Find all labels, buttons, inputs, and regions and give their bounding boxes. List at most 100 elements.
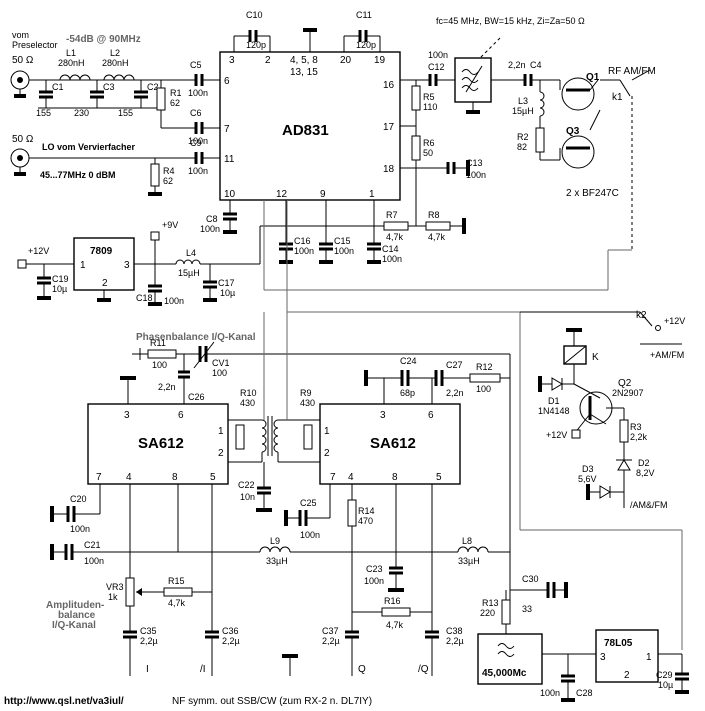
resistor-r8-icon [425, 221, 451, 231]
amp-balance-label-3: I/Q-Kanal [52, 620, 96, 631]
sa612r-pin-7: 7 [330, 472, 336, 483]
sa612l-pin-4: 4 [126, 472, 132, 483]
c20-ref: C20 [70, 494, 87, 504]
ad831-pin-458: 4, 5, 8 [290, 55, 318, 66]
ad831-pin-12: 12 [276, 189, 288, 200]
r9-ref: R9 [300, 388, 312, 398]
c18-ref: C18 [136, 293, 153, 303]
c13-ref: C13 [466, 158, 483, 168]
c28-value: 100n [540, 688, 560, 698]
ad831-pin-19: 19 [374, 55, 386, 66]
c25-ref: C25 [300, 498, 317, 508]
sa612-right-label: SA612 [370, 435, 416, 452]
k2-label: k2 [636, 310, 647, 321]
k1-label: k1 [612, 92, 623, 103]
amp-balance-label-1: Amplituden- [46, 600, 104, 611]
c4-value: 2,2n [508, 60, 526, 70]
output-q: Q [358, 664, 366, 675]
reg2-pin-3: 3 [600, 652, 606, 663]
r7-value: 4,7k [386, 232, 404, 242]
output-i: I [146, 664, 149, 675]
c16-value: 100n [294, 246, 314, 256]
output-i-inv: /I [200, 664, 206, 675]
cap-c5-icon [194, 74, 204, 86]
cv1-ref: CV1 [212, 358, 230, 368]
ad831-pin-10: 10 [224, 189, 236, 200]
resistor-r5-icon [411, 85, 421, 111]
resistor-r7-icon [383, 221, 409, 231]
r5-ref: R5 [423, 92, 435, 102]
input-label-1: vom [12, 30, 29, 40]
c10-ref: C10 [246, 10, 263, 20]
inductor-l3-icon [539, 91, 545, 117]
sa612l-pin-5: 5 [210, 472, 216, 483]
r3-value: 2,2k [630, 432, 648, 442]
c10-value: 120p [246, 40, 266, 50]
r14-ref: R14 [358, 506, 375, 516]
c23-value: 100n [364, 576, 384, 586]
sa612r-pin-2: 2 [324, 448, 330, 459]
phase-balance-label: Phasenbalance I/Q-Kanal [136, 332, 256, 343]
q2-value: 2N2907 [612, 388, 644, 398]
q1-label: Q1 [586, 72, 600, 83]
r15-value: 4,7k [168, 598, 186, 608]
d1-value: 1N4148 [538, 406, 570, 416]
resistor-r16-icon [381, 607, 411, 617]
c27-ref: C27 [446, 360, 463, 370]
c36-value: 2,2µ [222, 636, 240, 646]
cap-c13-icon [446, 160, 470, 176]
relay-k-label: K [592, 352, 599, 363]
cap-c3-icon [90, 80, 104, 108]
r16-ref: R16 [384, 596, 401, 606]
l1-value: 280nH [58, 58, 85, 68]
reg1-label: 7809 [90, 246, 113, 257]
l1-ref: L1 [66, 48, 76, 58]
ad831-pin-17: 17 [383, 122, 395, 133]
c36-ref: C36 [222, 626, 239, 636]
c3-ref: C3 [103, 82, 115, 92]
r1-ref: R1 [170, 88, 182, 98]
cap-c6-icon [194, 122, 204, 134]
ad831-pin-18: 18 [383, 164, 395, 175]
c21-value: 100n [84, 556, 104, 566]
sa612-left-label: SA612 [138, 435, 184, 452]
cap-c4-icon [523, 74, 533, 86]
transistor-q1-icon [561, 77, 595, 111]
sa612r-pin-3: 3 [380, 410, 386, 421]
crystal-oscillator [477, 633, 543, 685]
r6-ref: R6 [423, 138, 435, 148]
sa612l-pin-6: 6 [178, 410, 184, 421]
c2-value: 155 [118, 108, 133, 118]
q2-supply-terminal [571, 429, 581, 439]
c17-value: 10µ [220, 288, 235, 298]
c8-value: 100n [200, 224, 220, 234]
r3-ref: R3 [630, 422, 642, 432]
c26-ref: C26 [188, 392, 205, 402]
q2-ref: Q2 [618, 378, 632, 389]
r12-ref: R12 [476, 362, 493, 372]
l8-ref: L8 [462, 536, 472, 546]
ad831-pin-16: 16 [383, 80, 395, 91]
resistor-r3-icon [619, 419, 629, 443]
d3-ref: D3 [582, 464, 594, 474]
resistor-r2-icon [535, 127, 545, 153]
c35-value: 2,2µ [140, 636, 158, 646]
c21-ref: C21 [84, 540, 101, 550]
ad831-pin-3: 3 [229, 55, 235, 66]
c12-value: 100n [428, 50, 448, 60]
footer-url: http://www.qsl.net/va3iul/ [4, 696, 124, 707]
input-label-2: Preselector [12, 40, 58, 50]
inductor-l8-icon [457, 546, 489, 553]
filter-spec: fc=45 MHz, BW=15 kHz, Zi=Za=50 Ω [436, 16, 585, 26]
c9-value: 100n [188, 166, 208, 176]
c17-ref: C17 [218, 278, 235, 288]
c30-value: 33 [522, 604, 532, 614]
c18-value: 100n [164, 296, 184, 306]
transformer-left-icon [261, 419, 267, 453]
c11-ref: C11 [356, 10, 372, 20]
c5-value: 100n [188, 88, 208, 98]
am-fm-label: +AM/FM [650, 350, 684, 360]
resistor-r4-icon [150, 163, 160, 187]
reg2-pin-1: 1 [646, 652, 652, 663]
resistor-r11-icon [147, 349, 177, 359]
